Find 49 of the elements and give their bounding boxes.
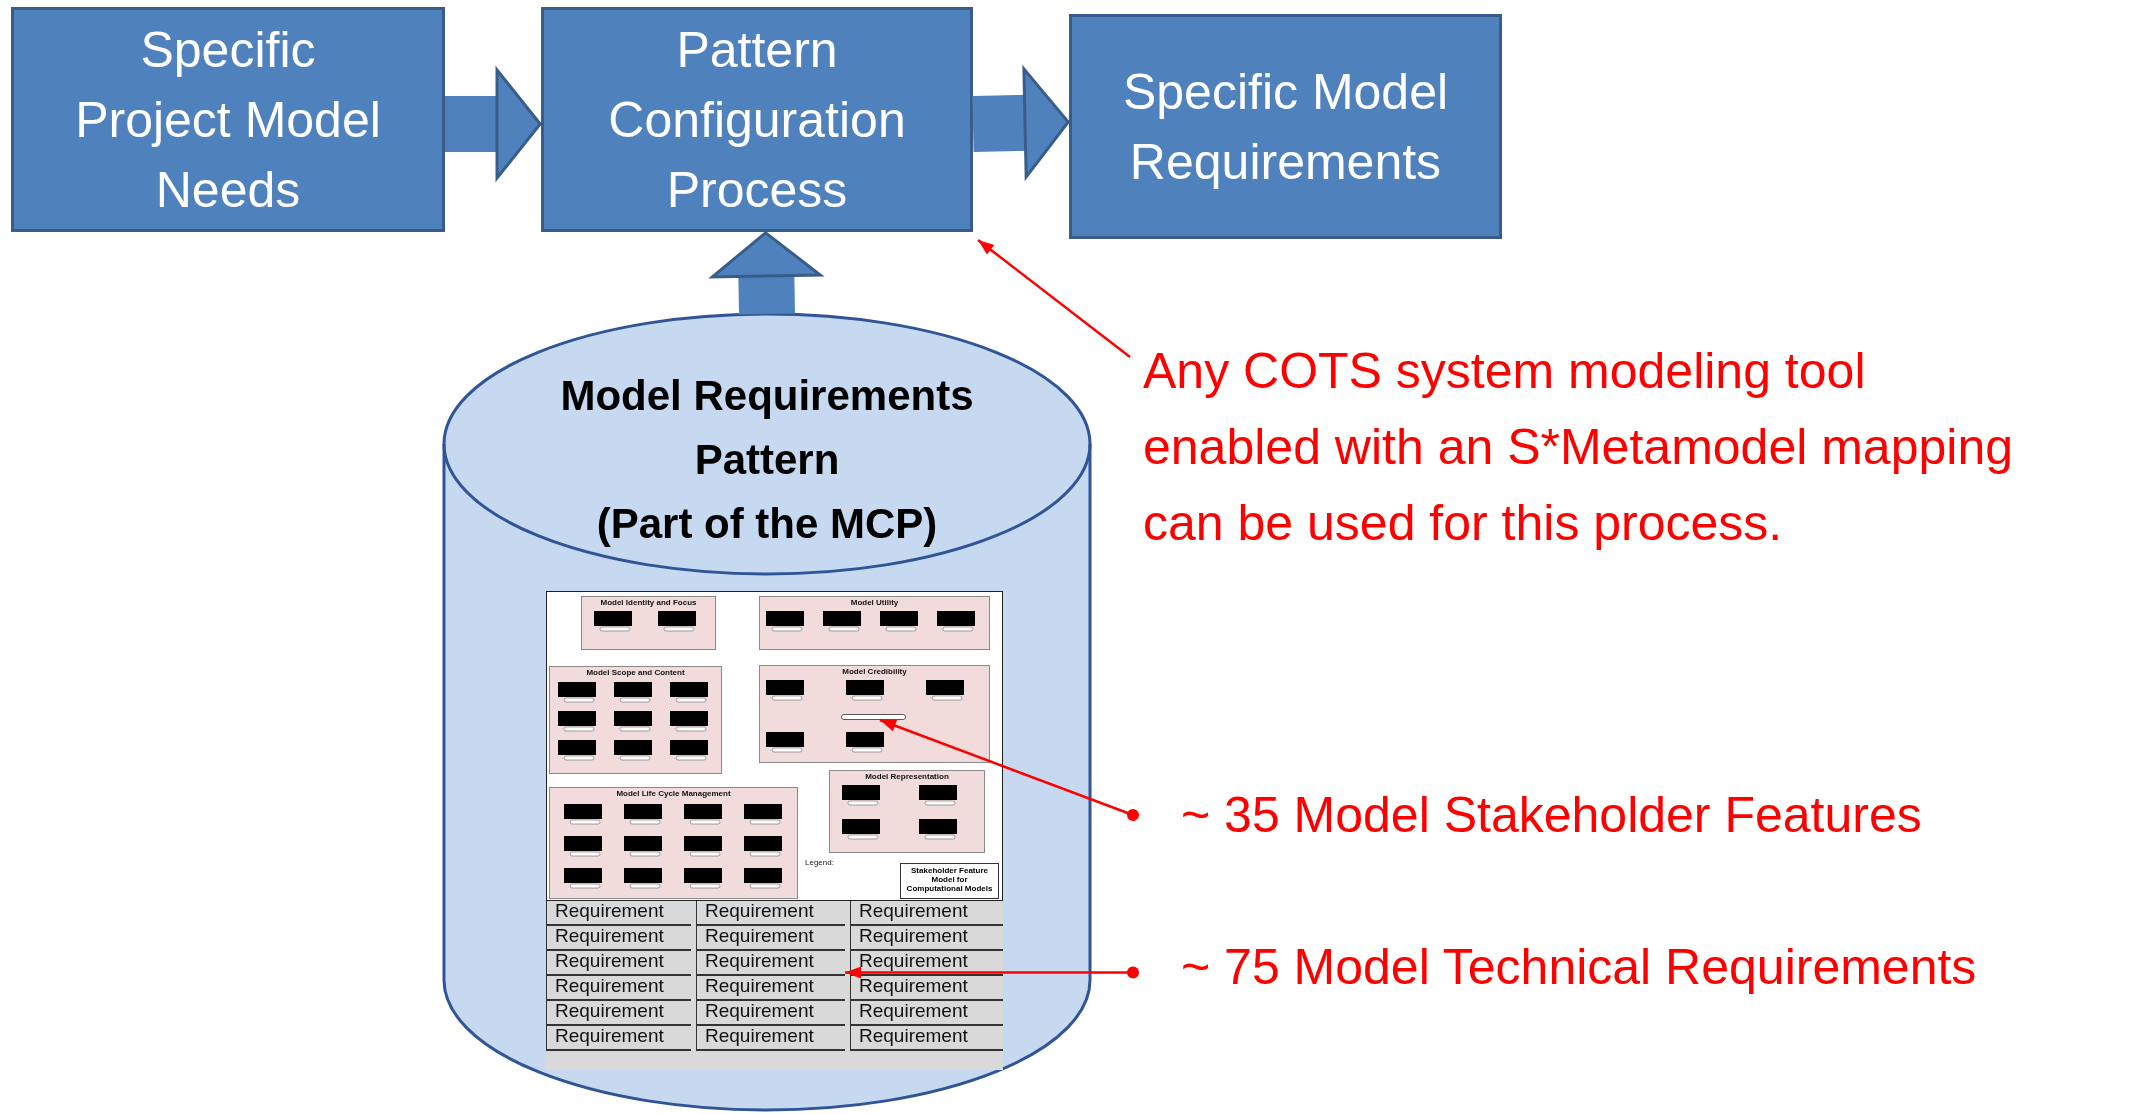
panel-heading: Model Life Cycle Management <box>615 789 732 799</box>
diagram-thumbnail <box>546 591 1003 901</box>
requirements-table <box>546 901 1003 1070</box>
diagram-panel <box>829 770 985 853</box>
block-arrow <box>445 68 542 180</box>
leader-arrow <box>879 718 1139 821</box>
callout-text: ~ 75 Model Technical Requirements <box>1181 932 2101 1002</box>
requirement-cell: Requirement <box>546 951 691 976</box>
feature-pill <box>841 714 906 720</box>
requirement-cell: Requirement <box>546 901 691 926</box>
panel-heading: Model Credibility <box>841 667 908 677</box>
requirement-cell: Requirement <box>546 1001 691 1026</box>
cylinder-label: (Part of the MCP) <box>595 499 939 549</box>
requirement-cell: Requirement <box>546 976 691 1001</box>
diagram-panel <box>759 665 990 763</box>
requirement-cell: Requirement <box>696 951 845 976</box>
requirement-cell: Requirement <box>850 926 1003 951</box>
panel-heading: Model Utility <box>849 598 900 608</box>
requirement-cell: Requirement <box>546 1026 691 1051</box>
cylinder-label: Model Requirements Pattern <box>559 371 975 485</box>
panel-heading: Model Identity and Focus <box>599 598 698 608</box>
diagram-panel <box>759 596 990 650</box>
callout-text: ~ 35 Model Stakeholder Features <box>1181 780 2101 850</box>
diagram-panel <box>581 596 716 650</box>
requirement-cell: Requirement <box>696 926 845 951</box>
process-box: Specific Project Model Needs <box>11 7 445 232</box>
note-text: Legend: <box>805 858 834 867</box>
requirement-cell: Requirement <box>850 976 1003 1001</box>
callout-text: Any COTS system modeling tool enabled with an S*Metamodel mapping can be used for this process. <box>1143 333 2043 573</box>
requirement-cell: Requirement <box>696 976 845 1001</box>
requirement-cell: Requirement <box>546 926 691 951</box>
block-arrow <box>972 67 1070 179</box>
requirement-cell: Requirement <box>850 901 1003 926</box>
panel-heading: Model Representation <box>864 772 950 782</box>
diagram-panel <box>549 787 798 899</box>
requirement-cell: Requirement <box>850 1001 1003 1026</box>
process-box: Pattern Configuration Process <box>541 7 973 232</box>
requirement-cell: Requirement <box>850 1026 1003 1051</box>
requirement-cell: Requirement <box>696 901 845 926</box>
requirement-cell: Requirement <box>696 1026 845 1051</box>
title-block: Stakeholder Feature Model for Computational Models <box>900 863 999 899</box>
leader-arrow <box>845 966 1139 979</box>
panel-heading: Model Scope and Content <box>585 668 686 678</box>
block-arrow <box>710 231 822 315</box>
leader-arrow <box>977 239 1131 358</box>
requirement-cell: Requirement <box>850 951 1003 976</box>
process-box: Specific Model Requirements <box>1069 14 1502 239</box>
diagram-panel <box>549 666 722 774</box>
requirement-cell: Requirement <box>696 1001 845 1026</box>
